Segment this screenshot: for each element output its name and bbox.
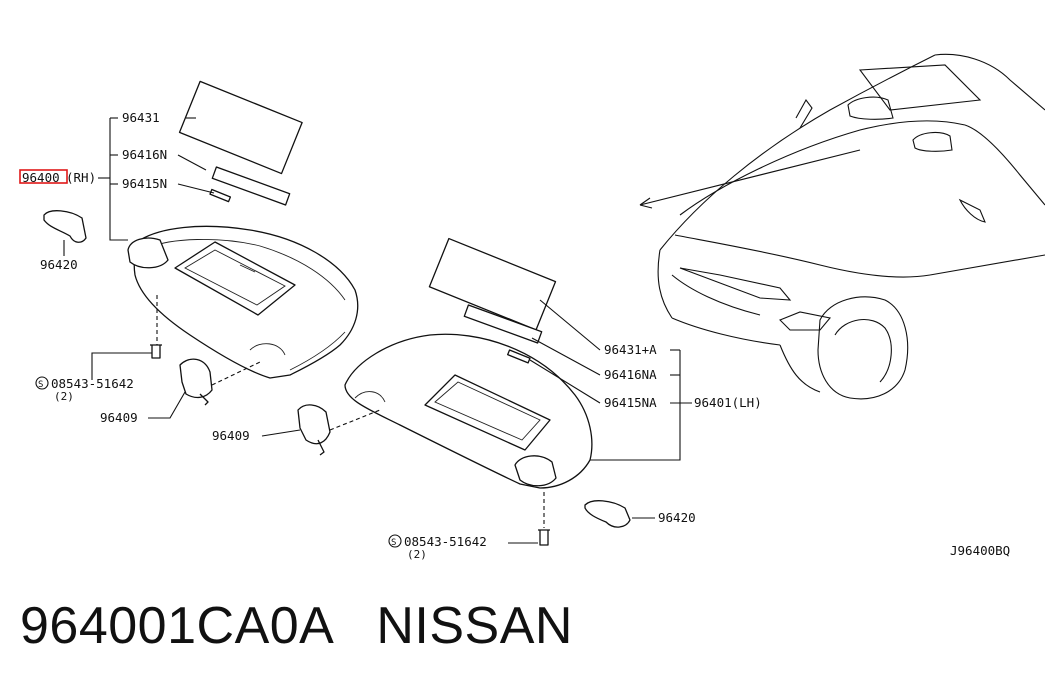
drawing-code: J96400BQ bbox=[950, 543, 1010, 558]
label-screw-right-qty: (2) bbox=[407, 548, 427, 561]
screw-left bbox=[150, 344, 162, 359]
mirror-lid-96431 bbox=[178, 80, 303, 175]
label-96420-right: 96420 bbox=[658, 510, 696, 525]
label-96415n: 96415N bbox=[122, 176, 167, 191]
label-96415na: 96415NA bbox=[604, 395, 657, 410]
label-96416na bbox=[463, 304, 543, 344]
label-96401lh: 96401(LH) bbox=[694, 395, 762, 410]
label-96415na bbox=[507, 349, 531, 364]
footer-part-number: 964001CA0A bbox=[20, 597, 332, 655]
screw-right bbox=[538, 529, 550, 546]
visor-rh bbox=[127, 225, 359, 379]
screw-symbol-left bbox=[35, 376, 49, 390]
holder-96409-left bbox=[179, 358, 213, 406]
label-96416n bbox=[211, 166, 291, 206]
label-rh: (RH) bbox=[66, 170, 96, 185]
screw-symbol-right bbox=[388, 534, 402, 548]
footer-caption: 964001CA0A NISSAN bbox=[20, 596, 573, 656]
screw-symbol-right-letter: S bbox=[391, 538, 396, 548]
label-96415n bbox=[209, 188, 232, 203]
label-96431a: 96431+A bbox=[604, 342, 657, 357]
label-96416na: 96416NA bbox=[604, 367, 657, 382]
mirror-lid-96431a bbox=[428, 237, 557, 331]
label-screw-left-qty: (2) bbox=[54, 390, 74, 403]
label-96416n: 96416N bbox=[122, 147, 167, 162]
label-96400: 96400 bbox=[22, 170, 60, 185]
screw-symbol-left-letter: S bbox=[38, 380, 43, 390]
leader-lines bbox=[63, 117, 692, 544]
label-96409-left: 96409 bbox=[100, 410, 138, 425]
car-outline bbox=[639, 53, 1045, 400]
highlight-box bbox=[19, 169, 68, 184]
label-screw-left: 08543-51642 bbox=[51, 376, 134, 391]
visor-lh bbox=[344, 333, 593, 489]
clip-96420-right bbox=[584, 500, 631, 528]
label-screw-right: 08543-51642 bbox=[404, 534, 487, 549]
label-96431: 96431 bbox=[122, 110, 160, 125]
footer-brand: NISSAN bbox=[376, 597, 573, 655]
label-96409-right: 96409 bbox=[212, 428, 250, 443]
holder-96409-right bbox=[297, 404, 331, 456]
label-96420-left: 96420 bbox=[40, 257, 78, 272]
clip-96420-left bbox=[43, 210, 87, 243]
